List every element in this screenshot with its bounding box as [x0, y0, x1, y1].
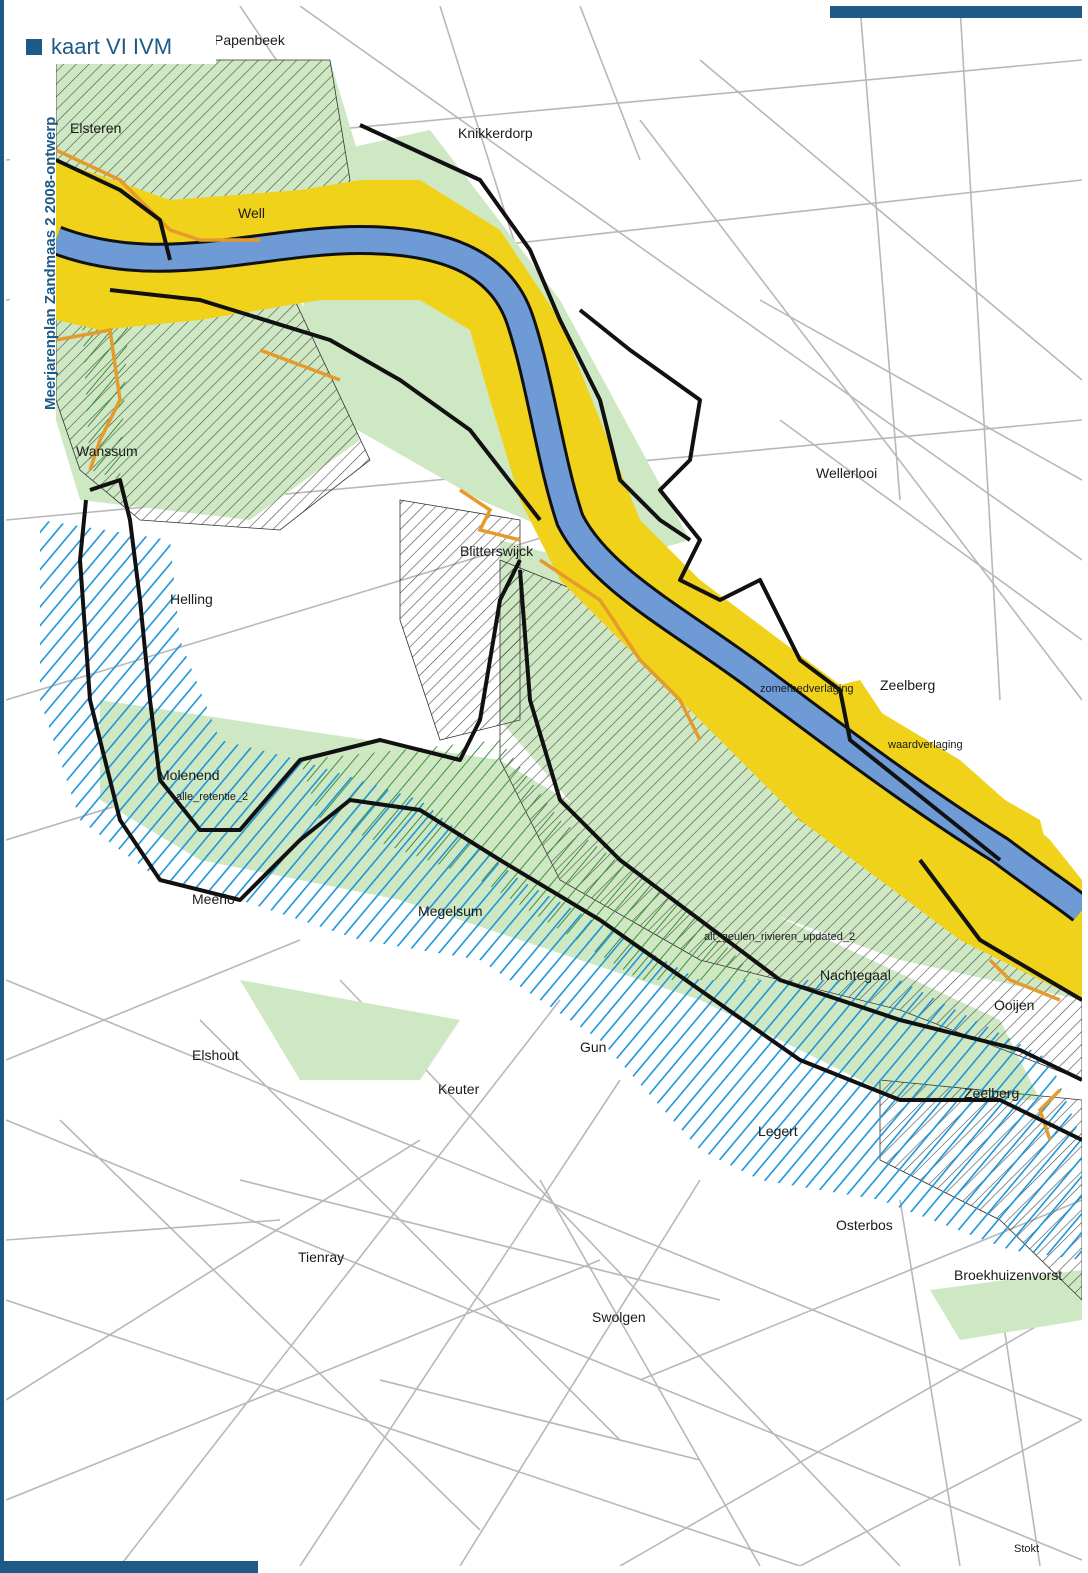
label-meerlo: Meerlo: [192, 891, 235, 907]
label-osterbos: Osterbos: [836, 1217, 893, 1233]
label-blitterswijck: Blitterswijck: [460, 543, 534, 559]
label-wellerlooi: Wellerlooi: [816, 465, 877, 481]
place-labels: Papenbeek Elsteren Knikkerdorp Well Wans…: [70, 32, 1062, 1555]
label-megelsum: Megelsum: [418, 903, 483, 919]
map-title: kaart VI IVM: [26, 30, 172, 64]
label-keuter: Keuter: [438, 1081, 480, 1097]
label-elsteren: Elsteren: [70, 120, 121, 136]
project-boundaries: [55, 123, 1082, 1142]
river-maas-fill: [51, 227, 1082, 920]
label-elshout: Elshout: [192, 1047, 239, 1063]
title-square-icon: [26, 39, 42, 55]
label-well: Well: [238, 205, 265, 221]
label-nevengeulen: alt_geulen_rivieren_updated_2: [704, 931, 855, 943]
blue-hatch-zone: [40, 520, 1082, 1260]
river-map: Papenbeek Elsteren Knikkerdorp Well Wans…: [6, 6, 1082, 1566]
side-panel: [10, 64, 56, 432]
road-network: [6, 6, 1082, 1566]
label-gun: Gun: [580, 1039, 606, 1055]
header-box: [10, 6, 216, 64]
label-broekhuizenvorst: Broekhuizenvorst: [954, 1267, 1062, 1283]
frame-left-edge: [0, 0, 4, 1573]
label-wanssum: Wanssum: [76, 443, 138, 459]
label-legert: Legert: [758, 1123, 798, 1139]
map-title-text: kaart VI IVM: [51, 34, 173, 59]
label-zomerbedverlaging: zomerbedverlaging: [760, 683, 854, 695]
label-stokt: Stokt: [1014, 1543, 1039, 1555]
label-retentie: alle_retentie_2: [176, 791, 248, 803]
frame-top-bar: [830, 6, 1082, 18]
label-molenend: Molenend: [158, 767, 220, 783]
label-ooijen: Ooijen: [994, 997, 1034, 1013]
label-nachtegaal: Nachtegaal: [820, 967, 891, 983]
label-papenbeek: Papenbeek: [214, 32, 286, 48]
frame-bottom-bar: [0, 1561, 258, 1573]
label-waardverlaging: waardverlaging: [887, 739, 963, 751]
label-knikkerdorp: Knikkerdorp: [458, 125, 533, 141]
label-zeelberg: Zeelberg: [880, 677, 935, 693]
vertical-report-title: Meerjarenplan Zandmaas 2 2008-ontwerp: [42, 116, 59, 410]
label-tienray: Tienray: [298, 1249, 344, 1265]
label-zeelberg-2: Zeelberg: [964, 1085, 1019, 1101]
label-helling: Helling: [170, 591, 213, 607]
label-swolgen: Swolgen: [592, 1309, 646, 1325]
